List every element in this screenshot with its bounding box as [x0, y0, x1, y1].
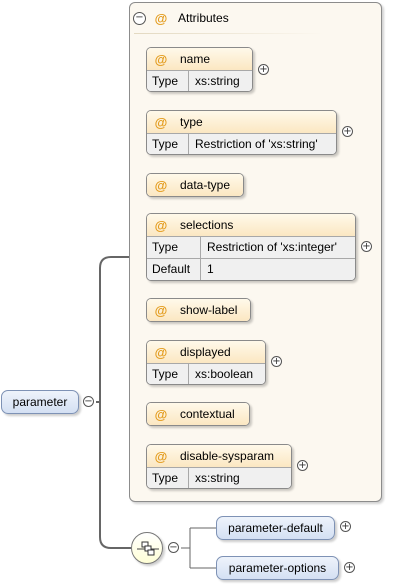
expand-name-toggle[interactable]: +	[258, 63, 269, 75]
element-parameter-default[interactable]: parameter-default	[216, 516, 335, 540]
attributes-header: − @ Attributes	[133, 8, 229, 28]
expand-parameter-options-toggle[interactable]: +	[344, 561, 355, 573]
attribute-show-label[interactable]: @ show-label	[146, 298, 251, 322]
attribute-label: name	[180, 52, 211, 66]
attribute-data-type[interactable]: @ data-type	[146, 173, 244, 197]
at-icon: @	[154, 217, 168, 233]
element-label: parameter-options	[228, 561, 327, 575]
attributes-collapse-toggle[interactable]: −	[133, 11, 146, 25]
property-value: Restriction of 'xs:string'	[195, 137, 318, 151]
property-value: xs:boolean	[195, 367, 254, 381]
root-element-parameter[interactable]: parameter	[1, 390, 79, 414]
at-icon: @	[154, 114, 168, 130]
attribute-contextual[interactable]: @ contextual	[146, 402, 250, 426]
attribute-label: selections	[180, 218, 234, 232]
sequence-compositor[interactable]	[131, 532, 163, 564]
sequence-collapse-toggle[interactable]: −	[168, 541, 179, 553]
attribute-name[interactable]: @ name Type xs:string	[146, 47, 253, 92]
at-icon: @	[154, 448, 168, 464]
attribute-label: displayed	[180, 345, 231, 359]
property-value: 1	[207, 262, 214, 276]
expand-selections-toggle[interactable]: +	[361, 240, 372, 252]
connector-to-attributes	[96, 256, 129, 403]
property-value: xs:string	[195, 74, 240, 88]
property-key: Type	[147, 364, 189, 384]
connector-to-sequence	[99, 402, 131, 549]
property-key: Type	[147, 134, 189, 154]
attribute-label: show-label	[180, 303, 238, 317]
property-value: xs:string	[195, 471, 240, 485]
at-icon: @	[154, 51, 168, 67]
attribute-disable-sysparam[interactable]: @ disable-sysparam Type xs:string	[146, 444, 292, 489]
expand-disable-sysparam-toggle[interactable]: +	[297, 459, 308, 471]
element-label: parameter-default	[228, 521, 323, 535]
attribute-label: disable-sysparam	[180, 449, 275, 463]
root-collapse-toggle[interactable]: −	[83, 395, 94, 407]
at-icon: @	[154, 344, 168, 360]
element-label: parameter	[12, 395, 68, 409]
attributes-label: Attributes	[178, 11, 229, 25]
expand-displayed-toggle[interactable]: +	[271, 355, 282, 367]
property-value: Restriction of 'xs:integer'	[207, 240, 337, 254]
expand-type-toggle[interactable]: +	[342, 125, 353, 137]
attribute-selections[interactable]: @ selections Type Restriction of 'xs:integ…	[146, 213, 356, 281]
at-icon: @	[154, 406, 168, 422]
property-key: Type	[147, 237, 201, 258]
at-icon: @	[154, 177, 168, 193]
attribute-label: contextual	[180, 407, 235, 421]
element-parameter-options[interactable]: parameter-options	[216, 556, 339, 580]
property-key: Type	[147, 468, 189, 488]
attribute-displayed[interactable]: @ displayed Type xs:boolean	[146, 340, 266, 385]
expand-parameter-default-toggle[interactable]: +	[340, 520, 351, 532]
at-icon: @	[154, 10, 168, 26]
property-key: Default	[147, 259, 201, 280]
connector-sequence-children	[181, 527, 216, 569]
attribute-label: type	[180, 115, 203, 129]
attributes-divider	[134, 33, 324, 34]
attribute-type[interactable]: @ type Type Restriction of 'xs:string'	[146, 110, 337, 155]
at-icon: @	[154, 302, 168, 318]
property-key: Type	[147, 71, 189, 91]
attribute-label: data-type	[180, 178, 231, 192]
sequence-compositor-icon	[137, 541, 159, 556]
